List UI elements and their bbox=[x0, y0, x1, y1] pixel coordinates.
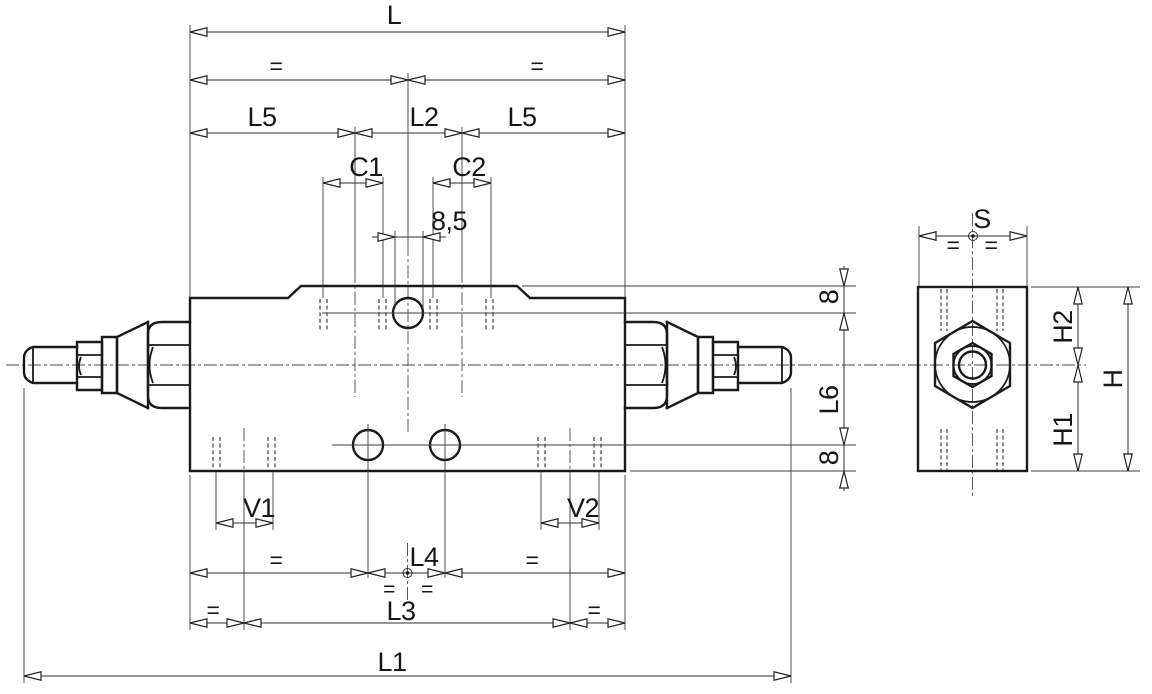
side-view-labels: S = = H2 H1 H bbox=[947, 204, 1128, 447]
label-eq-top-right: = bbox=[531, 53, 544, 79]
label-eq-L4-left: = bbox=[270, 547, 283, 573]
right-adjuster bbox=[623, 320, 793, 410]
l2-extensions bbox=[354, 127, 463, 270]
l4-center-datum bbox=[402, 568, 413, 578]
label-offset-8-bottom: 8 bbox=[814, 451, 844, 466]
right-small-hex-facets bbox=[713, 354, 738, 378]
stud-end-circle bbox=[957, 350, 988, 380]
label-C1: C1 bbox=[349, 152, 383, 182]
label-C2: C2 bbox=[452, 152, 486, 182]
cavity1-hidden-walls bbox=[319, 299, 387, 331]
label-S: S bbox=[973, 204, 991, 234]
left-small-hex-arc bbox=[78, 356, 82, 376]
bore-extensions bbox=[394, 231, 424, 308]
label-eq-top-left: = bbox=[270, 53, 283, 79]
label-L5-left: L5 bbox=[247, 102, 276, 132]
label-eq-L4-right: = bbox=[526, 547, 539, 573]
side-hidden-holes-bottom bbox=[940, 429, 1004, 471]
locknut-hexagon bbox=[933, 319, 1012, 410]
label-eq-L3-right: = bbox=[588, 597, 601, 623]
side-hidden-detail bbox=[940, 289, 1004, 471]
label-eq-sym-right: = bbox=[421, 578, 433, 601]
label-H1: H1 bbox=[1048, 413, 1078, 447]
v1-hidden-walls bbox=[212, 437, 276, 470]
label-L: L bbox=[387, 0, 402, 30]
hidden-detail bbox=[212, 299, 602, 470]
v1-v2-extensions bbox=[215, 472, 600, 530]
l3-extensions bbox=[243, 477, 571, 630]
label-H: H bbox=[1098, 370, 1128, 389]
left-small-hex-facets bbox=[77, 354, 102, 378]
label-eq-S-right: = bbox=[985, 232, 998, 258]
v2-hidden-walls bbox=[537, 437, 602, 470]
h-extensions bbox=[1031, 286, 1140, 472]
label-L5-right: L5 bbox=[507, 102, 536, 132]
label-L3: L3 bbox=[386, 596, 415, 626]
label-offset-8-top: 8 bbox=[814, 290, 844, 305]
label-bore-8-5: 8,5 bbox=[431, 206, 467, 236]
bottom-port-extensions bbox=[367, 424, 446, 578]
front-view: L = = L5 L2 L5 C1 C2 8,5 8 L6 8 V1 V2 = … bbox=[6, 0, 1086, 683]
l4-center-datum-dot bbox=[405, 571, 410, 575]
label-L6: L6 bbox=[814, 385, 844, 414]
right-adjust-stud bbox=[736, 345, 793, 385]
side-body-outline bbox=[916, 285, 1029, 473]
body-top-extensions bbox=[189, 25, 626, 298]
side-extension-lines bbox=[918, 226, 1140, 472]
left-adjuster bbox=[22, 320, 192, 410]
label-V2: V2 bbox=[567, 493, 599, 523]
label-eq-S-left: = bbox=[947, 232, 960, 258]
label-H2: H2 bbox=[1048, 310, 1078, 344]
small-hexagon bbox=[952, 341, 993, 389]
label-L1: L1 bbox=[377, 647, 406, 677]
left-collar bbox=[100, 335, 119, 395]
label-eq-L3-left: = bbox=[207, 597, 220, 623]
label-L4: L4 bbox=[409, 542, 439, 572]
ports bbox=[351, 296, 462, 462]
body-contour bbox=[188, 284, 627, 473]
cavity2-hidden-walls bbox=[429, 299, 494, 331]
label-eq-sym-left: = bbox=[383, 578, 395, 601]
s-center-datum-dot bbox=[971, 234, 975, 238]
right-small-hex-arc bbox=[733, 356, 737, 376]
right-locknut-facets bbox=[625, 344, 667, 386]
label-L2: L2 bbox=[409, 102, 438, 132]
centerlines bbox=[6, 213, 1086, 603]
right-small-hex bbox=[711, 340, 740, 392]
small-hex-chamfer-circle bbox=[952, 345, 993, 385]
extension-lines bbox=[23, 25, 856, 683]
side-view: S = = H2 H1 H bbox=[916, 204, 1140, 473]
right-locknut-chamfer-arc bbox=[661, 346, 667, 384]
left-small-hex bbox=[75, 340, 104, 392]
valve-body-outline bbox=[188, 284, 627, 473]
left-locknut-chamfer-arc bbox=[148, 346, 154, 384]
right-collar bbox=[696, 335, 715, 395]
side-dimension-lines bbox=[918, 231, 1133, 472]
left-adjust-stud bbox=[22, 345, 79, 385]
left-locknut-facets bbox=[148, 344, 190, 386]
dimension-lines bbox=[23, 27, 849, 681]
body-bottom-vertical-extensions bbox=[189, 475, 626, 630]
side-hidden-holes-top bbox=[940, 289, 1004, 331]
l1-extensions bbox=[23, 388, 792, 683]
front-view-labels: L = = L5 L2 L5 C1 C2 8,5 8 L6 8 V1 V2 = … bbox=[207, 0, 844, 677]
s-center-datum bbox=[968, 231, 978, 241]
side-hex-end bbox=[933, 319, 1012, 410]
locknut-chamfer-circle bbox=[934, 326, 1011, 403]
label-V1: V1 bbox=[243, 493, 275, 523]
